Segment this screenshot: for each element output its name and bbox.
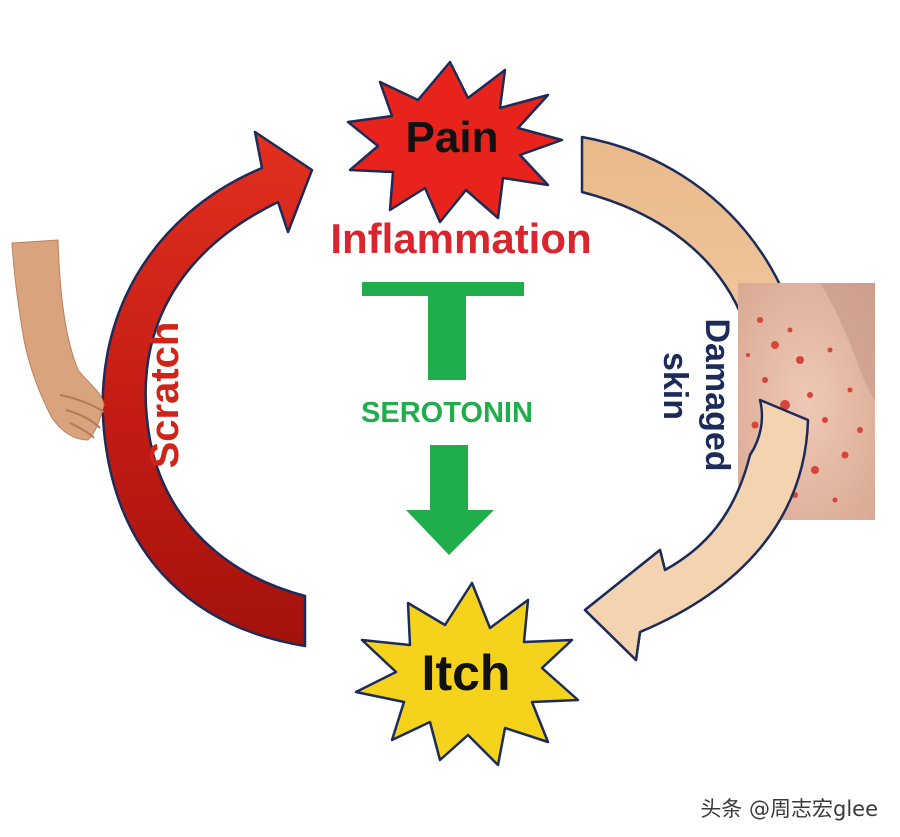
inhibition-bar <box>362 282 524 296</box>
itch-starburst <box>354 581 580 767</box>
watermark-text: 头条 @周志宏glee <box>700 797 878 821</box>
damaged-label: Damaged <box>698 318 736 471</box>
serotonin-down-arrow <box>406 445 494 555</box>
scratch-label: Scratch <box>143 322 187 469</box>
scratching-hand-image <box>11 239 105 441</box>
pain-starburst <box>346 60 564 224</box>
pain-label: Pain <box>406 113 499 162</box>
damaged-skin-arrow-front <box>583 398 810 662</box>
serotonin-label: SEROTONIN <box>361 397 533 429</box>
itch-label: Itch <box>422 645 511 701</box>
scratch-arrow <box>101 130 314 648</box>
skin-label: skin <box>656 352 694 420</box>
inflammation-label: Inflammation <box>330 215 591 262</box>
inhibition-stem <box>428 296 466 380</box>
